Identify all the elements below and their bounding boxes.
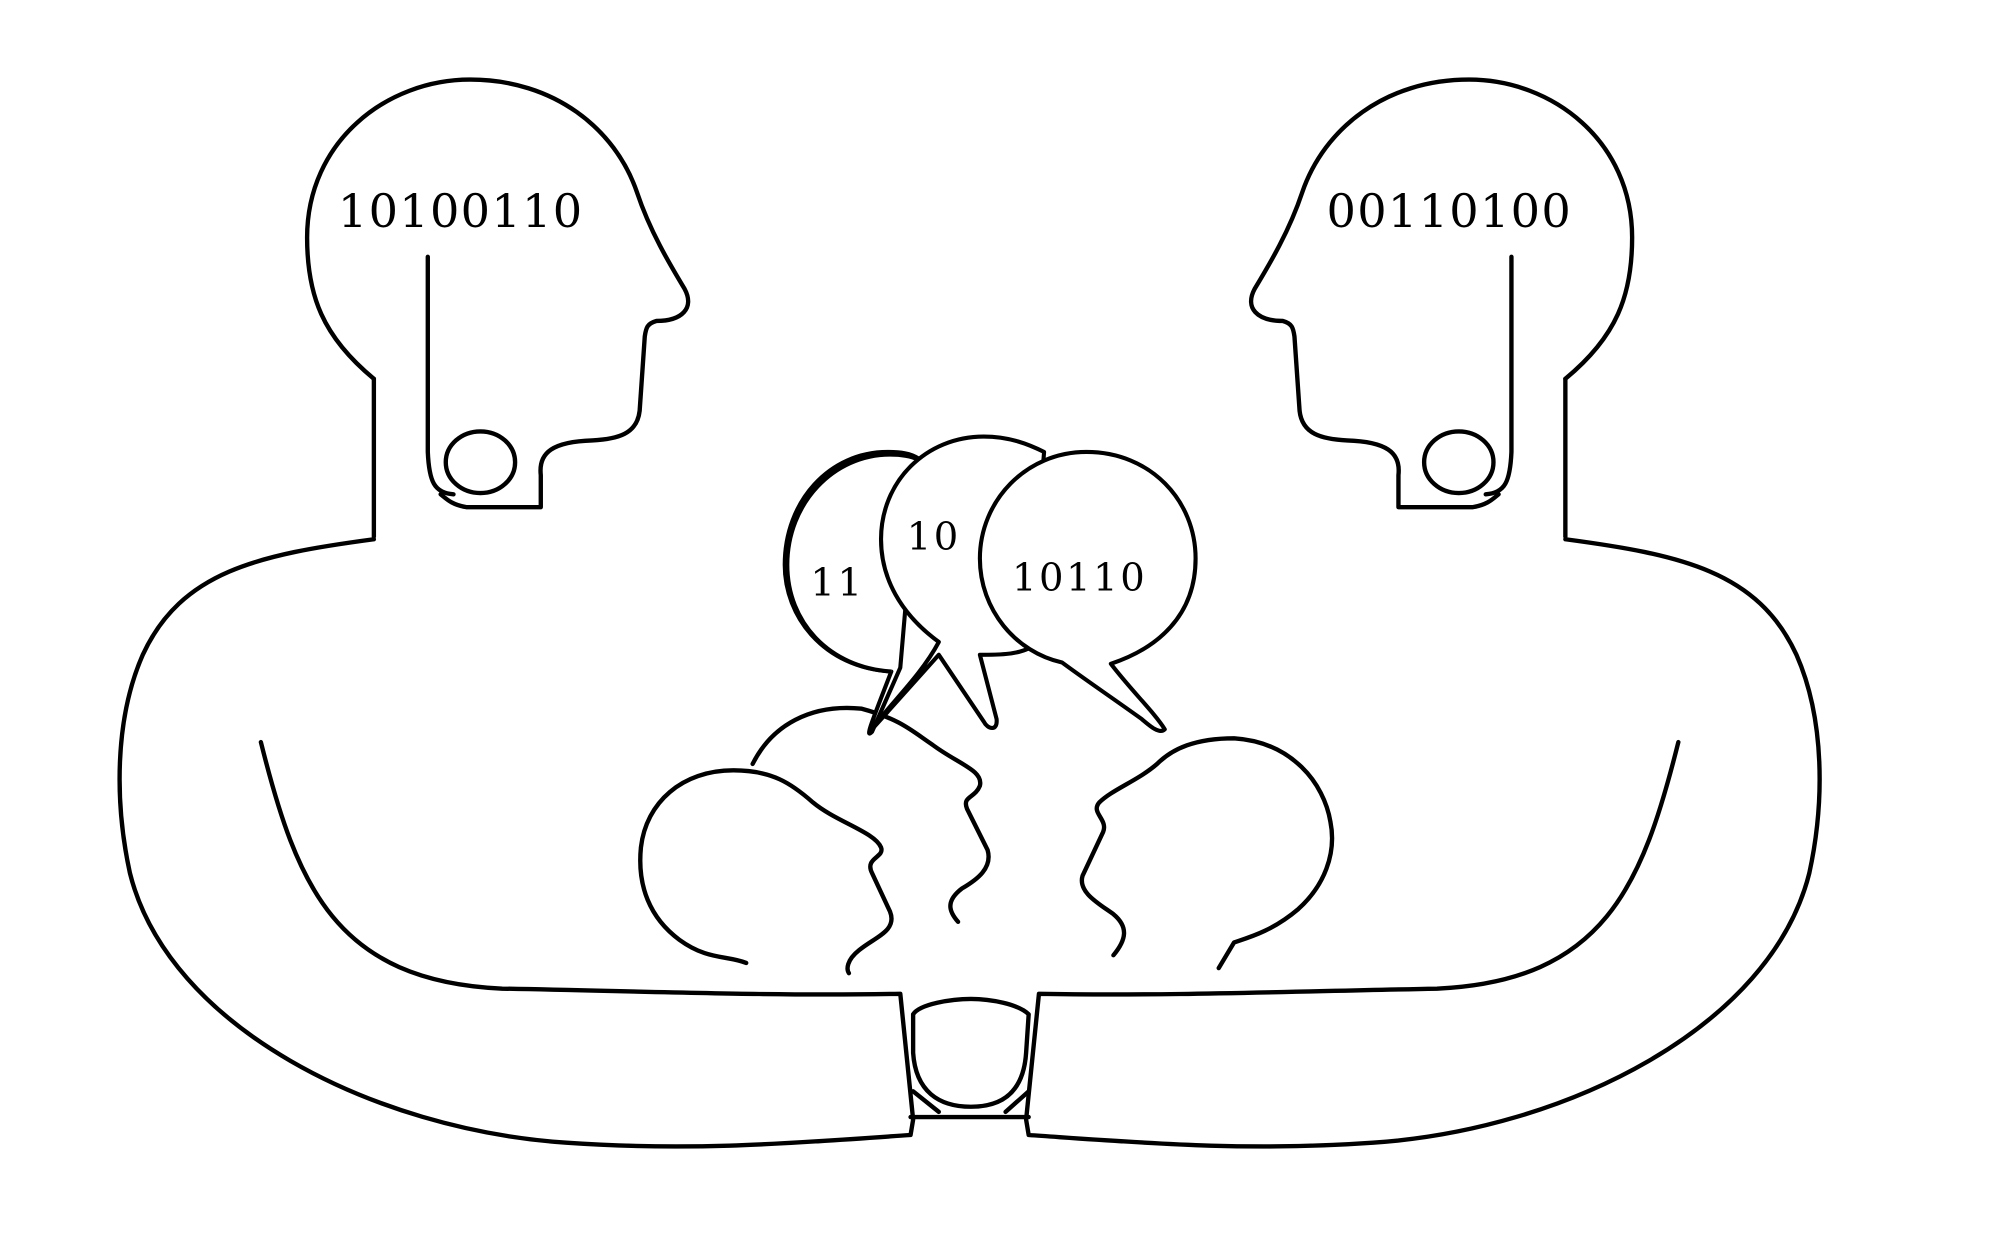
hand-knuckles — [910, 996, 1031, 1109]
right-person-ear — [1421, 429, 1496, 496]
left-person-head-outline — [304, 77, 691, 510]
right-person-head-outline — [1248, 77, 1635, 510]
right-person-body — [1023, 537, 1822, 1149]
speech-bubble-1-text: 11 — [810, 561, 864, 606]
children-group — [638, 705, 1335, 976]
left-person — [117, 77, 916, 1149]
speech-bubbles: 11 10 10110 — [782, 434, 1198, 736]
right-person — [1023, 77, 1822, 1149]
speech-bubble-3-text: 10110 — [1012, 556, 1147, 601]
hand-fingers — [908, 1089, 1031, 1120]
left-person-body — [117, 537, 916, 1149]
speech-bubble-2-text: 10 — [907, 515, 961, 560]
child-head-1 — [750, 705, 991, 925]
left-person-binary-thought: 10100110 — [338, 184, 584, 238]
right-person-inner-line — [1483, 254, 1514, 497]
right-person-binary-thought: 00110100 — [1327, 184, 1573, 238]
clasped-hands — [908, 996, 1031, 1120]
child-head-3 — [1079, 736, 1335, 971]
speech-bubble-3 — [977, 449, 1198, 733]
child-head-2 — [638, 768, 894, 976]
left-person-inner-line — [425, 254, 456, 497]
left-person-ear — [443, 429, 518, 496]
